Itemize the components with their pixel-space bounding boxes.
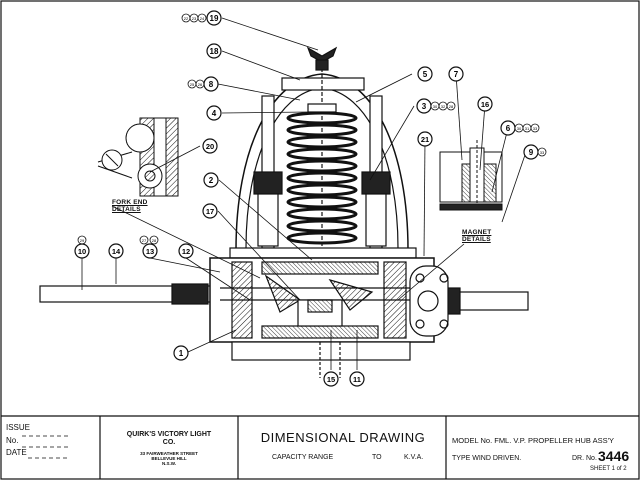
callout-8-ref-b: 26 xyxy=(198,82,203,87)
callout-13: 27 28 13 xyxy=(139,235,159,259)
callout-19-ref-c: 24 xyxy=(200,16,205,21)
title-block-frame xyxy=(1,415,639,479)
right-shaft xyxy=(451,291,529,311)
fork-end-label-line2: DETAILS xyxy=(112,206,141,213)
callout-8: 25 26 8 xyxy=(187,76,219,92)
callout-4: 4 xyxy=(206,105,222,121)
callout-3-number: 3 xyxy=(422,102,427,111)
drawing-title: DIMENSIONAL DRAWING xyxy=(260,430,426,445)
callout-6-ref-a: 30 xyxy=(517,126,522,131)
left-shaft-sleeve xyxy=(171,283,209,305)
callout-15: 15 xyxy=(323,371,339,387)
date-label: DATE xyxy=(6,448,27,457)
callout-14-number: 14 xyxy=(112,247,121,256)
callout-13-ref-a: 27 xyxy=(142,238,147,243)
callout-6-ref-c: 33 xyxy=(533,126,538,131)
callout-6-number: 6 xyxy=(506,124,511,133)
callout-9: 9 33 xyxy=(523,144,547,160)
callout-19-ref-b: 23 xyxy=(192,16,197,21)
capacity-label: CAPACITY RANGE xyxy=(272,454,334,461)
callout-3-ref-a: 30 xyxy=(433,104,438,109)
callout-9-number: 9 xyxy=(529,148,534,157)
callout-9-ref-a: 33 xyxy=(540,150,545,155)
no-label: No. xyxy=(6,436,19,445)
callout-5: 5 xyxy=(417,66,433,82)
callout-20: 20 xyxy=(202,138,218,154)
callout-21-number: 21 xyxy=(421,135,429,144)
callout-10-ref-a: 29 xyxy=(80,238,85,243)
magnet-label-line2: DETAILS xyxy=(462,236,491,243)
callout-17: 17 xyxy=(202,203,218,219)
callout-10: 29 10 xyxy=(74,235,90,259)
dr-no-label: DR. No. xyxy=(572,455,597,462)
callout-5-number: 5 xyxy=(423,70,428,79)
wing-nut xyxy=(306,46,338,63)
callout-13-ref-b: 28 xyxy=(152,238,157,243)
type-text: TYPE WIND DRIVEN. xyxy=(452,455,522,462)
top-bridge xyxy=(281,77,365,91)
address-line3: N.S.W. xyxy=(161,461,176,466)
right-bushing xyxy=(361,171,391,195)
callout-2-number: 2 xyxy=(209,176,214,185)
issue-label: ISSUE xyxy=(6,423,31,432)
callout-12: 12 xyxy=(178,243,194,259)
callout-8-ref-a: 25 xyxy=(190,82,195,87)
callout-17-number: 17 xyxy=(206,207,214,216)
callout-6-ref-b: 31 xyxy=(525,126,530,131)
callout-11-number: 11 xyxy=(353,375,361,384)
callout-6: 6 30 31 33 xyxy=(500,120,540,136)
capacity-to: TO xyxy=(372,454,382,461)
fork-end-detail xyxy=(97,117,179,197)
company-name-line2: CO. xyxy=(162,439,176,446)
company-address: 33 FAIRWEATHER STREET BELLEVUE HILL N.S.… xyxy=(100,451,238,466)
callout-3-ref-c: 28 xyxy=(449,104,454,109)
hub-lower-skirt xyxy=(231,341,411,361)
callout-8-number: 8 xyxy=(209,80,214,89)
callout-2: 2 xyxy=(203,172,219,188)
compression-spring xyxy=(286,111,358,245)
leader-lines xyxy=(81,17,527,370)
callout-3-ref-b: 32 xyxy=(441,104,446,109)
address-line2: BELLEVUE HILL xyxy=(151,456,187,461)
dr-no-value: 3446 xyxy=(598,448,630,464)
capacity-unit: K.V.A. xyxy=(404,454,424,461)
callout-4-number: 4 xyxy=(212,109,217,118)
callout-3: 3 30 32 28 xyxy=(416,98,456,114)
magnet-label: MAGNET DETAILS xyxy=(462,229,491,243)
callout-7: 7 xyxy=(448,66,464,82)
company-name-line1: QUIRK'S VICTORY LIGHT xyxy=(126,431,212,438)
callout-14: 14 xyxy=(108,243,124,259)
callout-19-number: 19 xyxy=(210,14,219,23)
callout-21: 21 xyxy=(417,131,433,147)
callout-11: 11 xyxy=(349,371,365,387)
magnet-label-line1: MAGNET xyxy=(462,229,492,236)
sheet-number: SHEET 1 of 2 xyxy=(590,466,627,472)
callout-18-number: 18 xyxy=(210,47,219,56)
callout-16-number: 16 xyxy=(481,100,489,109)
callout-10-number: 10 xyxy=(78,247,86,256)
hub-assembly xyxy=(39,46,529,378)
callout-16: 16 xyxy=(477,96,493,112)
callout-1-number: 1 xyxy=(179,349,184,358)
callout-1: 1 xyxy=(173,345,189,361)
company-name: QUIRK'S VICTORY LIGHT CO. xyxy=(100,431,238,447)
address-line1: 33 FAIRWEATHER STREET xyxy=(140,451,198,456)
callout-19-ref-a: 22 xyxy=(184,16,189,21)
callout-20-number: 20 xyxy=(206,142,214,151)
callout-15-number: 15 xyxy=(327,375,335,384)
fork-end-label-line1: FORK END xyxy=(112,199,148,206)
model-text: MODEL No. FML. V.P. PROPELLER HUB ASS'Y xyxy=(452,436,615,445)
left-bushing xyxy=(253,171,283,195)
magnet-detail xyxy=(439,140,503,211)
callout-18: 18 xyxy=(206,43,222,59)
base-flange xyxy=(229,247,417,259)
callout-7-number: 7 xyxy=(454,70,459,79)
fork-end-label: FORK END DETAILS xyxy=(112,199,148,213)
callout-13-number: 13 xyxy=(146,247,154,256)
callout-12-number: 12 xyxy=(182,247,190,256)
callout-19: 22 23 24 19 xyxy=(181,10,222,26)
